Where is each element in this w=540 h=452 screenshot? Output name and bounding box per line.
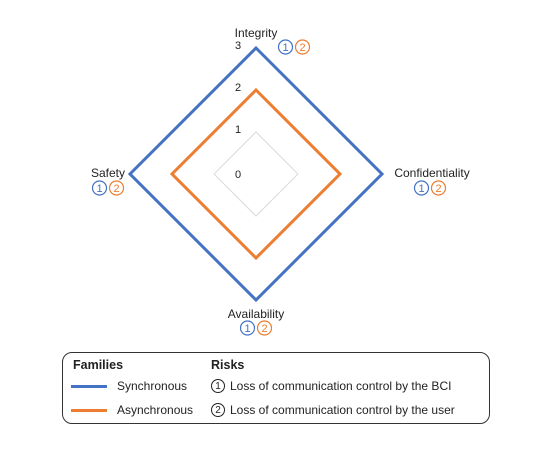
tick-label-3: 3 [235, 40, 241, 52]
axis-label-confidentiality: Confidentiality [394, 166, 469, 180]
gridline-level-1 [213, 131, 299, 217]
tick-label-2: 2 [235, 82, 241, 94]
risk-1-number: 1 [96, 183, 102, 195]
risk-2-number: 2 [113, 183, 119, 195]
risk-1-circle [91, 180, 108, 196]
series-synchronous [127, 45, 385, 303]
legend-family-label: Synchronous [117, 379, 188, 393]
risk-1-circle [239, 320, 256, 336]
risk-2-number: 2 [299, 42, 305, 54]
axis-label-availability: Availability [228, 307, 284, 321]
risk-1-number: 1 [418, 183, 424, 195]
risk-2-circle [108, 180, 125, 196]
risk-1-circle [277, 39, 294, 55]
legend-risks-title: Risks [211, 358, 245, 372]
risk-number-badge: 2 [211, 403, 225, 417]
legend-family-synchronous: Synchronous [71, 377, 187, 395]
axis-label-safety: Safety [91, 166, 125, 180]
axis-label-integrity: Integrity [235, 26, 278, 40]
risk-1-number: 1 [282, 42, 288, 54]
legend-family-label: Asynchronous [117, 403, 194, 417]
risk-2-number: 2 [435, 183, 441, 195]
legend-risk-2: 2 Loss of communication control by the u… [211, 401, 455, 419]
legend-risk-label: Loss of communication control by the use… [230, 403, 455, 417]
legend-risk-1: 1 Loss of communication control by the B… [211, 377, 451, 395]
risk-2-circle [256, 320, 273, 336]
legend-families-title: Families [73, 358, 124, 372]
risk-1-number: 1 [244, 323, 250, 335]
risk-number-badge: 1 [211, 379, 225, 393]
series-asynchronous [169, 87, 343, 261]
risk-2-circle [294, 39, 311, 55]
risk-2-circle [430, 180, 447, 196]
risk-2-number: 2 [261, 323, 267, 335]
legend-line-synchronous [71, 384, 107, 388]
risk-1-circle [413, 180, 430, 196]
legend-line-asynchronous [71, 408, 107, 412]
legend-risk-label: Loss of communication control by the BCI [230, 379, 452, 393]
tick-label-0: 0 [235, 169, 241, 181]
tick-label-1: 1 [235, 124, 241, 136]
legend-family-asynchronous: Asynchronous [71, 401, 193, 419]
legend: Families Risks Synchronous Asynchronous … [62, 352, 490, 424]
